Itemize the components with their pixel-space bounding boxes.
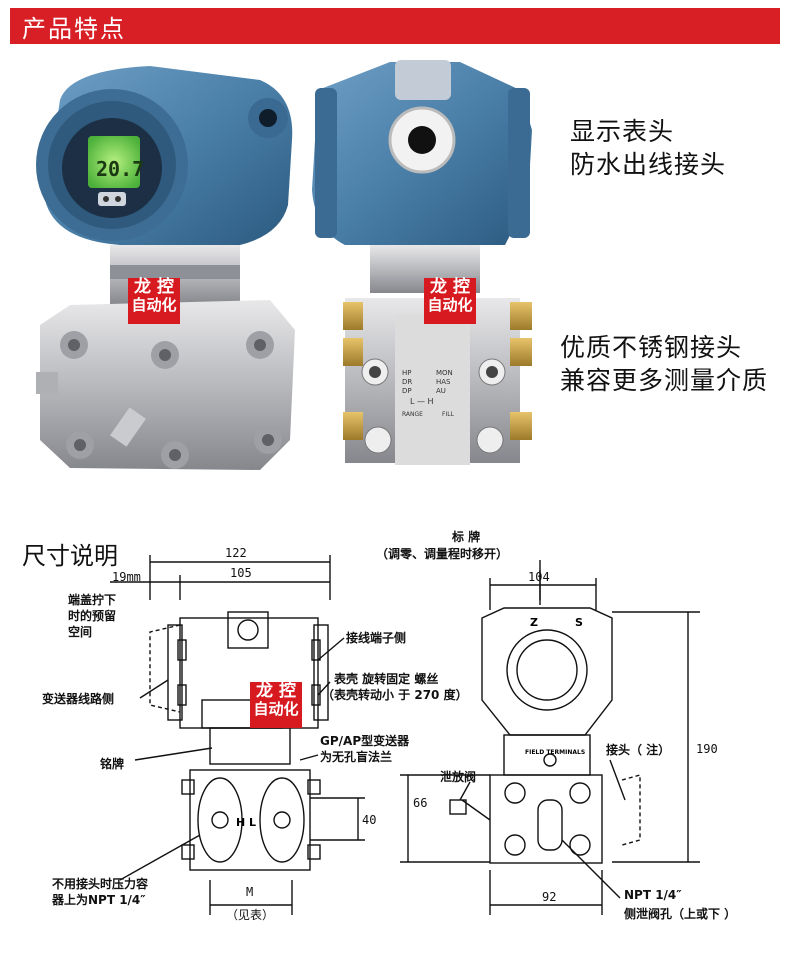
label-fill: FILL bbox=[442, 411, 455, 418]
dim-40: 40 bbox=[362, 813, 377, 827]
feature-display: 显示表头 bbox=[570, 117, 675, 146]
label-au: AU bbox=[436, 387, 446, 395]
dim-122: 122 bbox=[225, 546, 247, 560]
note-cover-space-2: 时的预留 bbox=[68, 609, 117, 623]
watermark-line1: 龙 控 bbox=[430, 277, 470, 297]
dim-104: 104 bbox=[528, 570, 550, 584]
note-vent-valve: 泄放阀 bbox=[440, 770, 477, 784]
note-circuit-side: 变送器线路侧 bbox=[42, 692, 115, 706]
watermark-left: 龙 控 自动化 bbox=[128, 278, 180, 324]
note-pressure-2: 器上为NPT 1/4″ bbox=[52, 893, 146, 907]
label-dr: DR bbox=[402, 378, 412, 386]
dim-92: 92 bbox=[542, 890, 557, 904]
dim-66: 66 bbox=[413, 796, 428, 810]
dim-190: 190 bbox=[696, 742, 718, 756]
page-title: 产品特点 bbox=[22, 15, 126, 43]
lcd-screen bbox=[88, 136, 140, 188]
watermark-line2: 自动化 bbox=[131, 295, 177, 314]
dim-m-note: （见表） bbox=[226, 908, 275, 922]
note-pressure-1: 不用接头时压力容 bbox=[52, 877, 149, 891]
mark-s: S bbox=[575, 616, 583, 629]
header-banner: 产品特点 bbox=[0, 0, 790, 50]
note-npt: NPT 1/4″ bbox=[624, 888, 682, 902]
note-housing-screw: 表壳 旋转固定 螺丝 bbox=[334, 672, 439, 686]
feature-media: 兼容更多测量介质 bbox=[560, 366, 769, 395]
mark-hl: H L bbox=[236, 816, 256, 829]
note-label-plate-sub: （调零、调量程时移开） bbox=[376, 547, 509, 561]
watermark-line1: 龙 控 bbox=[134, 277, 174, 297]
label-mon: MON bbox=[436, 369, 453, 377]
header-bar bbox=[10, 8, 780, 44]
mark-z: Z bbox=[530, 616, 538, 629]
note-cover-space-3: 空间 bbox=[68, 625, 93, 639]
label-hp: HP bbox=[402, 369, 412, 377]
lcd-reading: 20.7 bbox=[96, 157, 144, 181]
note-terminal-side: 接线端子侧 bbox=[346, 631, 407, 645]
watermark-drawing: 龙 控 自动化 bbox=[250, 682, 302, 728]
dimension-title: 尺寸说明 bbox=[22, 542, 118, 570]
note-gp-ap-1: GP/AP型变送器 bbox=[320, 734, 410, 748]
note-gp-ap-2: 为无孔盲法兰 bbox=[320, 750, 393, 764]
label-has: HAS bbox=[436, 378, 451, 386]
note-cover-space-1: 端盖拧下 bbox=[68, 593, 117, 607]
watermark-line1: 龙 控 bbox=[256, 681, 296, 701]
product-illustrations: 20.7 bbox=[36, 60, 532, 470]
dim-105: 105 bbox=[230, 566, 252, 580]
dim-m: M bbox=[246, 885, 254, 899]
dim-19mm: 19mm bbox=[112, 570, 141, 584]
right-transmitter: HP DR DP MON HAS AU L — H RANGE FILL bbox=[312, 60, 532, 465]
label-range: RANGE bbox=[402, 411, 423, 418]
note-housing-rotate: （表壳转动小 于 270 度） bbox=[322, 688, 468, 702]
left-transmitter: 20.7 bbox=[36, 66, 295, 470]
note-side-vent: 侧泄阀孔（上或下 ） bbox=[624, 907, 737, 921]
watermark-line2: 自动化 bbox=[253, 699, 299, 718]
field-terminals: FIELD TERMINALS bbox=[525, 749, 585, 756]
note-connector: 接头（ 注） bbox=[606, 743, 671, 757]
note-nameplate: 铭牌 bbox=[100, 757, 125, 771]
label-dp: DP bbox=[402, 387, 412, 395]
feature-waterproof: 防水出线接头 bbox=[570, 150, 727, 179]
watermark-right: 龙 控 自动化 bbox=[424, 278, 476, 324]
label-lh: L — H bbox=[410, 397, 434, 406]
watermark-line2: 自动化 bbox=[427, 295, 473, 314]
feature-steel: 优质不锈钢接头 bbox=[560, 333, 743, 362]
note-label-plate: 标 牌 bbox=[452, 530, 481, 544]
